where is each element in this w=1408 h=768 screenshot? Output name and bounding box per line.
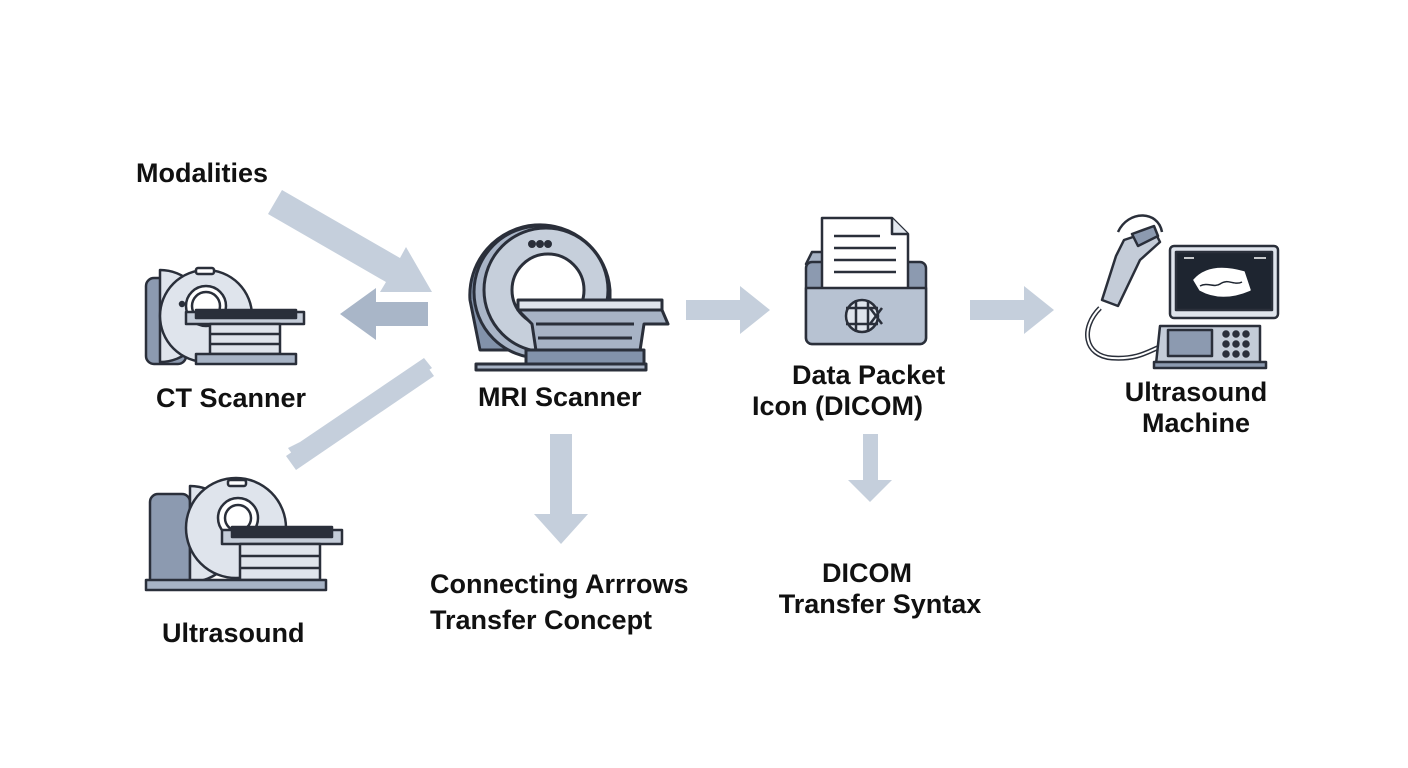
ultrasound-label: Ultrasound [162, 618, 305, 649]
connecting-arrows-label-line2: Transfer Concept [430, 605, 653, 635]
dicom-transfer-syntax-label-line2: Transfer Syntax [778, 589, 982, 619]
arrow-mri-down [534, 434, 588, 544]
data-packet-label-line2: Icon (DICOM) [752, 391, 923, 421]
arrow-packet-to-ultrasound-machine [970, 286, 1054, 334]
ultrasound-machine-icon [1085, 214, 1280, 370]
ct-scanner-label-text: CT Scanner [156, 383, 307, 413]
ultrasound-machine-label-line2: Machine [1141, 408, 1251, 438]
dicom-transfer-syntax-label-line1: DICOM [822, 558, 912, 588]
ct-scanner-icon [144, 266, 306, 366]
dicom-folder-icon [804, 216, 928, 346]
connecting-arrows-label-line1: Connecting Arrrows [430, 569, 689, 599]
ultrasound-label-text: Ultrasound [162, 618, 305, 648]
arrow-mri-to-ct [340, 288, 428, 340]
dicom-transfer-syntax-label: DICOM Transfer Syntax [764, 558, 996, 620]
arrow-mri-to-packet [686, 286, 770, 334]
arrow-packet-down [848, 434, 892, 502]
connecting-arrows-label: Connecting Arrrows Transfer Concept [430, 566, 689, 638]
modalities-label-text: Modalities [136, 158, 269, 188]
modalities-label: Modalities [136, 158, 268, 189]
mri-scanner-label: MRI Scanner [478, 382, 642, 413]
ultrasound-machine-label: Ultrasound Machine [1110, 377, 1282, 439]
ultrasound-machine-label-line1: Ultrasound [1124, 377, 1268, 407]
mri-scanner-label-text: MRI Scanner [478, 382, 642, 412]
ultrasound-scanner-icon [144, 476, 344, 592]
arrow-modalities-to-mri [268, 190, 432, 292]
ct-scanner-label: CT Scanner [156, 383, 306, 414]
data-packet-label-line1: Data Packet [792, 360, 946, 390]
mri-scanner-icon [468, 223, 670, 372]
data-packet-label: Data Packet Icon (DICOM) [752, 360, 945, 422]
arrow-ultrasound-to-mri [286, 358, 434, 470]
